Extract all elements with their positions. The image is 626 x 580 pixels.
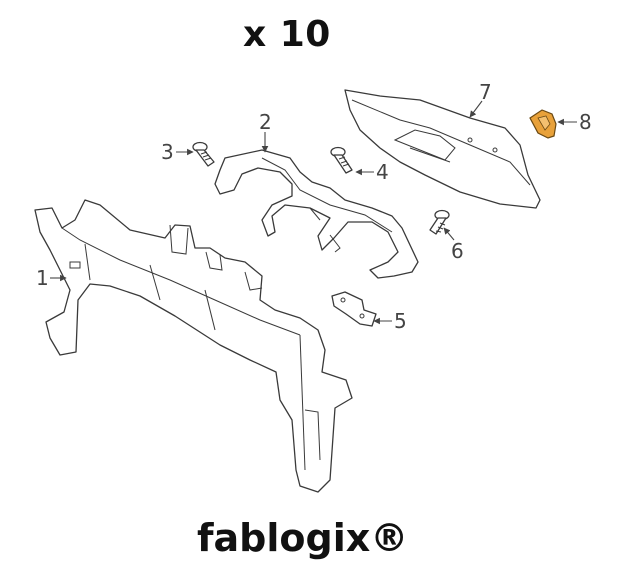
part-3-bolt: [192, 141, 215, 167]
quantity-label: x 10: [243, 14, 331, 55]
callout-8: 8: [557, 110, 592, 134]
callout-6: 6: [443, 227, 464, 263]
part-1-radiator-support: [34, 199, 353, 493]
part-8-clip-highlighted: [529, 109, 557, 139]
callout-2: 2: [259, 110, 272, 153]
callout-label-6: 6: [451, 239, 464, 263]
callout-label-2: 2: [259, 110, 272, 134]
callout-4: 4: [355, 160, 389, 184]
callout-3: 3: [161, 140, 194, 164]
callout-7: 7: [469, 80, 492, 118]
callout-label-7: 7: [479, 80, 492, 104]
callout-1: 1: [36, 266, 67, 290]
callout-5: 5: [373, 309, 407, 333]
callout-label-8: 8: [579, 110, 592, 134]
part-2-bracket: [214, 149, 419, 279]
callout-label-5: 5: [394, 309, 407, 333]
part-5-clip-bracket: [331, 291, 377, 327]
callout-label-4: 4: [376, 160, 389, 184]
part-7-upper-cover: [344, 89, 541, 209]
part-6-bolt: [429, 209, 450, 235]
callout-label-1: 1: [36, 266, 49, 290]
brand-logo-text: fablogix®: [197, 516, 409, 560]
callout-label-3: 3: [161, 140, 174, 164]
part-4-bolt: [330, 146, 353, 174]
